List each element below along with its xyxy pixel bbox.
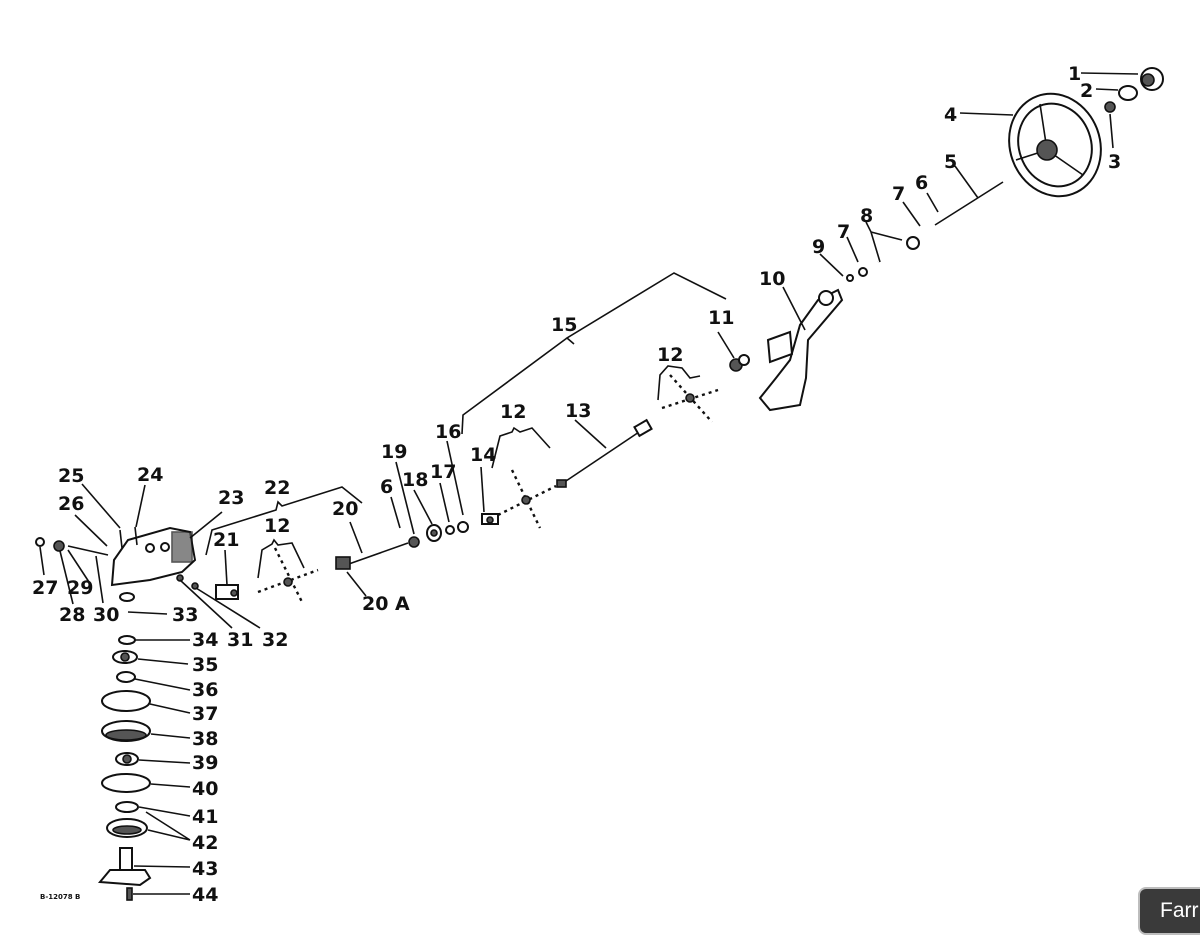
wheel-nut [1104,101,1116,113]
callout-33: 33 [172,604,198,626]
horn-button [1140,67,1164,91]
intermediate-shaft [559,427,646,486]
callout-35: 35 [192,654,218,676]
callout-13: 13 [565,400,591,422]
callout-43: 43 [192,858,218,880]
callout-41: 41 [192,806,218,828]
callout-38: 38 [192,728,218,750]
callout-19: 19 [381,441,407,463]
callout-30: 30 [93,604,119,626]
callout-1: 1 [1068,63,1081,85]
housing-bolts [35,526,199,590]
steering-wheel [1008,92,1102,198]
wormshaft-20 [345,542,409,566]
callout-12-upper: 12 [657,344,683,366]
universal-joint-lower [257,547,319,603]
callout-6-upper: 6 [915,172,928,194]
spindle-43 [97,847,152,887]
callout-20: 20 [332,498,358,520]
callout-29: 29 [67,577,93,599]
shaft-yoke [633,418,653,438]
steering-column-support [758,288,844,412]
callout-12-lower: 12 [264,515,290,537]
callout-23: 23 [218,487,244,509]
callout-11: 11 [708,307,734,329]
callout-25: 25 [58,465,84,487]
callout-40: 40 [192,778,218,800]
callout-10: 10 [759,268,785,290]
horn-ring [1118,85,1138,101]
pitman-arm-stack [101,592,151,838]
shaft-end [556,479,567,488]
seal-18 [426,524,442,542]
sector-21 [215,584,239,600]
coupling-yoke [729,354,750,372]
yoke-clamp [481,513,499,525]
steering-gear-housing [110,526,197,587]
bearing-16 [457,521,469,533]
bolt-44 [126,887,133,901]
callout-4: 4 [944,104,957,126]
callout-16: 16 [435,421,461,443]
callout-8: 8 [860,205,873,227]
universal-joint-middle [497,469,557,529]
callout-37: 37 [192,703,218,725]
callout-42: 42 [192,832,218,854]
callout-6-lower: 6 [380,476,393,498]
washer-17 [445,525,455,535]
callout-39: 39 [192,752,218,774]
callout-labels: 1 2 3 4 5 6 7 8 7 9 10 11 12 15 12 13 16… [32,63,1121,906]
callout-7-lower: 7 [837,221,850,243]
wormshaft-gear-20a [335,556,351,570]
callout-26: 26 [58,493,84,515]
steering-shaft [934,181,1004,226]
drawing-number: B-12078 B [40,893,80,901]
callout-2: 2 [1080,80,1093,102]
callout-31: 31 [227,629,253,651]
callout-28: 28 [59,604,85,626]
callout-24: 24 [137,464,163,486]
callout-5: 5 [944,151,957,173]
callout-3: 3 [1108,151,1121,173]
callout-9: 9 [812,236,825,258]
callout-34: 34 [192,629,218,651]
callout-36: 36 [192,679,218,701]
leader-lines [39,72,1139,895]
callout-21: 21 [213,529,239,551]
callout-17: 17 [430,461,456,483]
callout-7-upper: 7 [892,183,905,205]
watermark-tab-text: Farr [1160,899,1199,922]
callout-20a: 20 A [362,593,410,615]
snap-ring-19 [408,536,420,548]
callout-14: 14 [470,444,496,466]
callout-12-middle: 12 [500,401,526,423]
bearing-sleeve [846,236,920,282]
universal-joint-upper [661,374,719,423]
callout-44: 44 [192,884,218,906]
callout-15: 15 [551,314,577,336]
callout-27: 27 [32,577,58,599]
callout-22: 22 [264,477,290,499]
callout-18: 18 [402,469,428,491]
site-watermark-tab[interactable]: Farr [1138,887,1200,935]
callout-32: 32 [262,629,288,651]
